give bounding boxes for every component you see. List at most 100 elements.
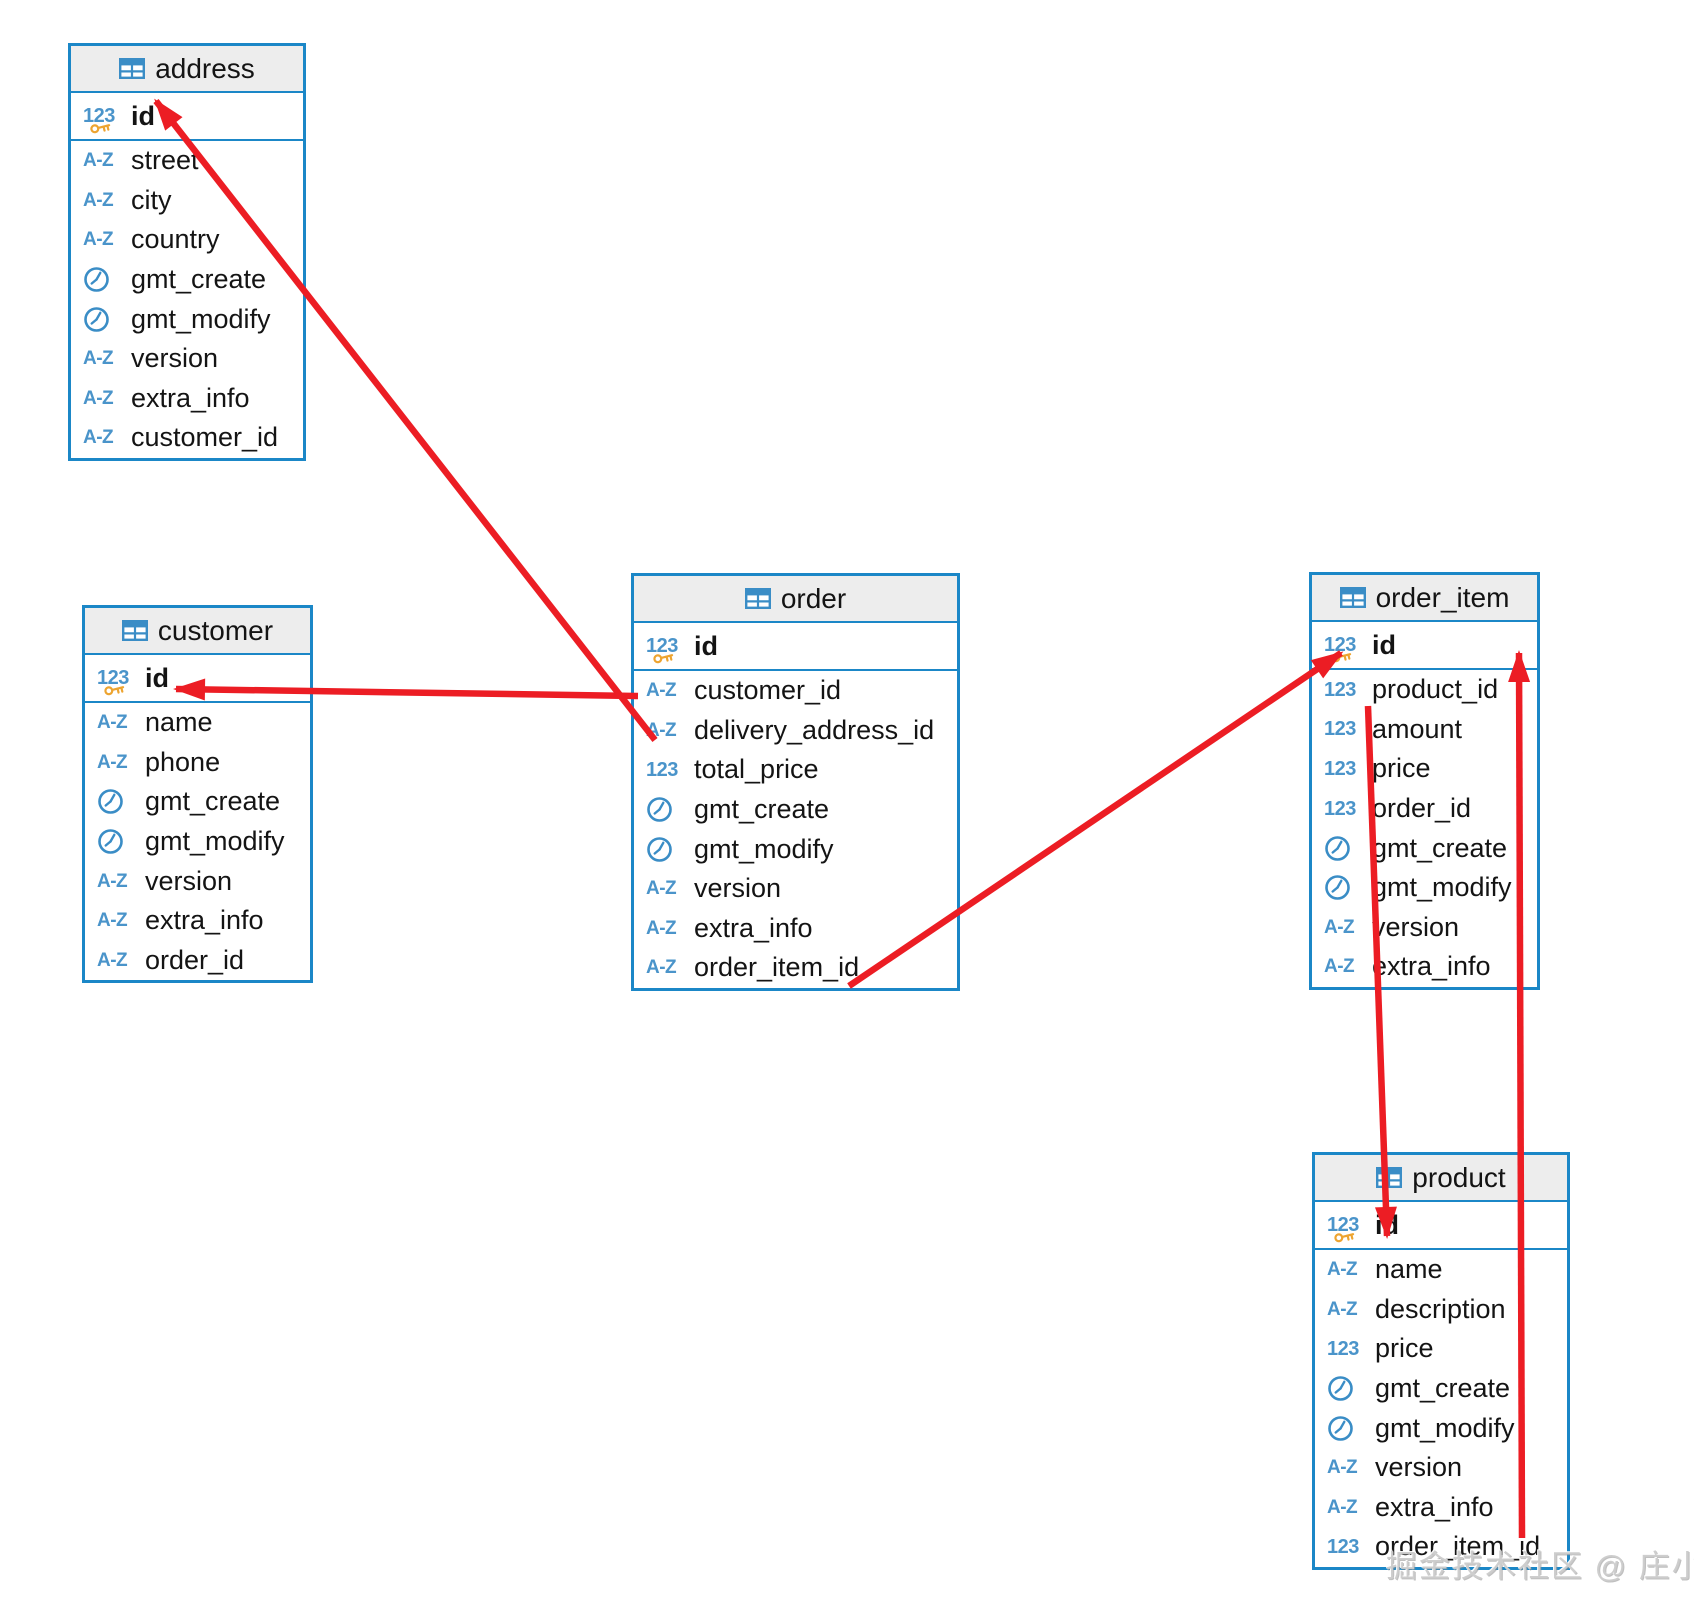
field-name: gmt_create <box>1372 832 1508 863</box>
field-name: extra_info <box>145 905 264 936</box>
field-row-address-gmt_create[interactable]: gmt_create <box>71 260 303 300</box>
text-type-icon: A-Z <box>1327 1259 1358 1281</box>
field-row-order_item-gmt_create[interactable]: gmt_create <box>1312 828 1537 868</box>
field-name: version <box>1372 911 1460 942</box>
field-name: gmt_create <box>131 264 267 295</box>
text-type-icon: A-Z <box>83 189 114 211</box>
field-row-order_item-gmt_modify[interactable]: gmt_modify <box>1312 868 1537 908</box>
field-type-icon <box>83 306 127 333</box>
field-name: name <box>145 707 213 738</box>
field-name: description <box>1375 1293 1506 1324</box>
field-name: gmt_modify <box>694 833 834 864</box>
field-row-customer-gmt_modify[interactable]: gmt_modify <box>85 822 310 862</box>
table-title: order <box>780 582 847 614</box>
table-grid-icon <box>121 620 148 641</box>
relation-product-order_item_id-to-order_item-id[interactable] <box>1508 650 1531 1539</box>
table-product[interactable]: product123idA-ZnameA-Zdescription123pric… <box>1312 1152 1570 1570</box>
field-row-product-gmt_modify[interactable]: gmt_modify <box>1315 1408 1567 1448</box>
field-row-order_item-order_id[interactable]: 123 order_id <box>1312 789 1537 829</box>
number-type-icon: 123 <box>1327 1337 1359 1360</box>
text-type-icon: A-Z <box>83 427 114 449</box>
field-type-icon: A-Z <box>1324 918 1368 937</box>
text-type-icon: A-Z <box>1324 956 1355 978</box>
field-row-customer-order_id[interactable]: A-Z order_id <box>85 941 310 981</box>
relation-order-customer_id-to-customer-id[interactable] <box>173 678 639 701</box>
text-type-icon: A-Z <box>646 957 677 979</box>
field-name: order_id <box>145 944 245 975</box>
number-type-icon: 123 <box>83 105 115 127</box>
field-row-order-gmt_create[interactable]: gmt_create <box>634 790 957 830</box>
relation-order_item-product_id-to-product-id[interactable] <box>1364 705 1397 1239</box>
text-type-icon: A-Z <box>646 917 677 939</box>
table-header-order_item[interactable]: order_item <box>1312 575 1537 622</box>
relation-order-delivery_address_id-to-address-id[interactable] <box>153 98 658 743</box>
relation-order-order_item_id-to-order_item-id[interactable] <box>847 650 1344 989</box>
table-header-customer[interactable]: customer <box>85 608 310 655</box>
field-row-address-gmt_modify[interactable]: gmt_modify <box>71 299 303 339</box>
table-header-address[interactable]: address <box>71 46 303 93</box>
field-name: version <box>131 343 219 374</box>
text-type-icon: A-Z <box>97 949 128 971</box>
field-type-icon: A-Z <box>646 958 690 977</box>
field-type-icon <box>97 788 141 815</box>
table-header-order[interactable]: order <box>634 576 957 623</box>
table-header-product[interactable]: product <box>1315 1155 1567 1202</box>
field-type-icon: 123 <box>97 668 141 696</box>
number-type-icon: 123 <box>1324 797 1356 820</box>
primary-key-icon <box>102 681 128 704</box>
field-type-icon: 123 <box>1324 799 1368 819</box>
datetime-clock-icon <box>98 789 123 815</box>
field-name: order_id <box>1372 793 1472 824</box>
primary-key-icon <box>1332 1228 1358 1251</box>
field-type-icon: A-Z <box>97 713 141 732</box>
table-title: product <box>1412 1161 1506 1193</box>
field-type-icon: A-Z <box>83 349 127 368</box>
field-row-order-gmt_modify[interactable]: gmt_modify <box>634 829 957 869</box>
field-row-customer-gmt_create[interactable]: gmt_create <box>85 782 310 822</box>
field-name: gmt_modify <box>1372 872 1512 903</box>
field-row-product-gmt_create[interactable]: gmt_create <box>1315 1369 1567 1409</box>
field-type-icon: A-Z <box>1327 1458 1371 1477</box>
field-type-icon <box>97 828 141 855</box>
field-name: phone <box>145 746 221 777</box>
datetime-clock-icon <box>84 306 109 332</box>
